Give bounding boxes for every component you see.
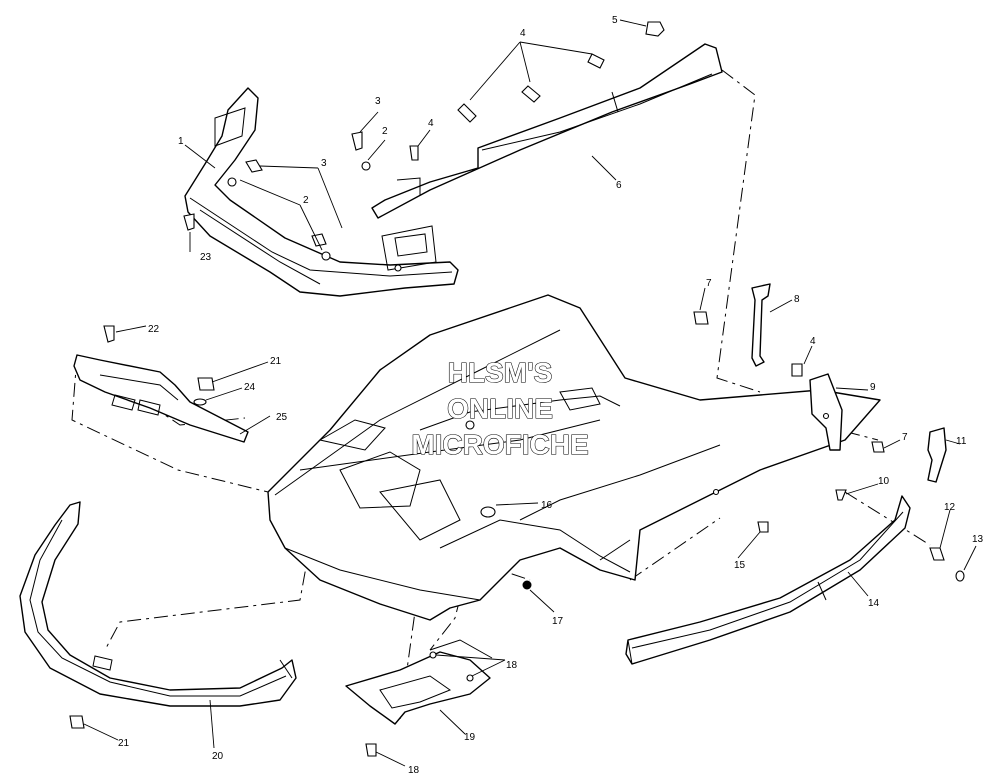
leader-lines xyxy=(83,19,977,767)
callout-numbers: 1 2 2 3 3 4 4 5 6 7 7 8 4 9 10 11 12 13 … xyxy=(118,15,984,776)
callout-6: 6 xyxy=(616,180,622,191)
callout-4c: 4 xyxy=(810,336,816,347)
plate-part-19 xyxy=(345,639,493,725)
watermark-line-1: HLSM'S xyxy=(448,357,553,388)
callout-24: 24 xyxy=(244,382,256,393)
callout-3: 3 xyxy=(375,96,381,107)
callout-20: 20 xyxy=(212,751,224,762)
bumper-bar-part-6 xyxy=(371,43,723,219)
watermark-line-3: MICROFICHE xyxy=(411,429,588,460)
callout-15: 15 xyxy=(734,560,746,571)
callout-10: 10 xyxy=(878,476,890,487)
callout-2b: 2 xyxy=(303,195,309,206)
bracket-part-1 xyxy=(184,87,459,297)
callout-3b: 3 xyxy=(321,158,327,169)
callout-14: 14 xyxy=(868,598,880,609)
watermark: HLSM'S ONLINE MICROFICHE xyxy=(411,356,589,460)
callout-4: 4 xyxy=(520,28,526,39)
hardware-fasteners xyxy=(69,21,965,757)
callout-4b: 4 xyxy=(428,118,434,129)
callout-11: 11 xyxy=(956,436,967,447)
callout-21b: 21 xyxy=(270,356,282,367)
callout-25: 25 xyxy=(276,412,288,423)
callout-18b: 18 xyxy=(408,765,420,776)
belly-pan-body xyxy=(267,294,881,621)
callout-1: 1 xyxy=(178,136,184,147)
callout-2: 2 xyxy=(382,126,388,137)
callout-23: 23 xyxy=(200,252,212,263)
callout-7: 7 xyxy=(706,278,712,289)
callout-16: 16 xyxy=(541,500,553,511)
bumper-bar-part-14 xyxy=(625,495,911,665)
callout-8: 8 xyxy=(794,294,800,305)
bracket-part-9 xyxy=(809,373,843,451)
callout-18: 18 xyxy=(506,660,518,671)
callout-5: 5 xyxy=(612,15,618,26)
callout-22: 22 xyxy=(148,324,160,335)
callout-21: 21 xyxy=(118,738,130,749)
callout-13: 13 xyxy=(972,534,984,545)
bumper-part-20 xyxy=(19,501,297,707)
callout-12: 12 xyxy=(944,502,956,513)
panel-part-25 xyxy=(73,354,249,443)
callout-19: 19 xyxy=(464,732,476,743)
bracket-part-8 xyxy=(751,283,771,367)
watermark-line-2: ONLINE xyxy=(447,393,553,424)
clip-part-11 xyxy=(927,427,947,483)
callout-9: 9 xyxy=(870,382,876,393)
callout-7b: 7 xyxy=(902,432,908,443)
callout-17: 17 xyxy=(552,616,564,627)
